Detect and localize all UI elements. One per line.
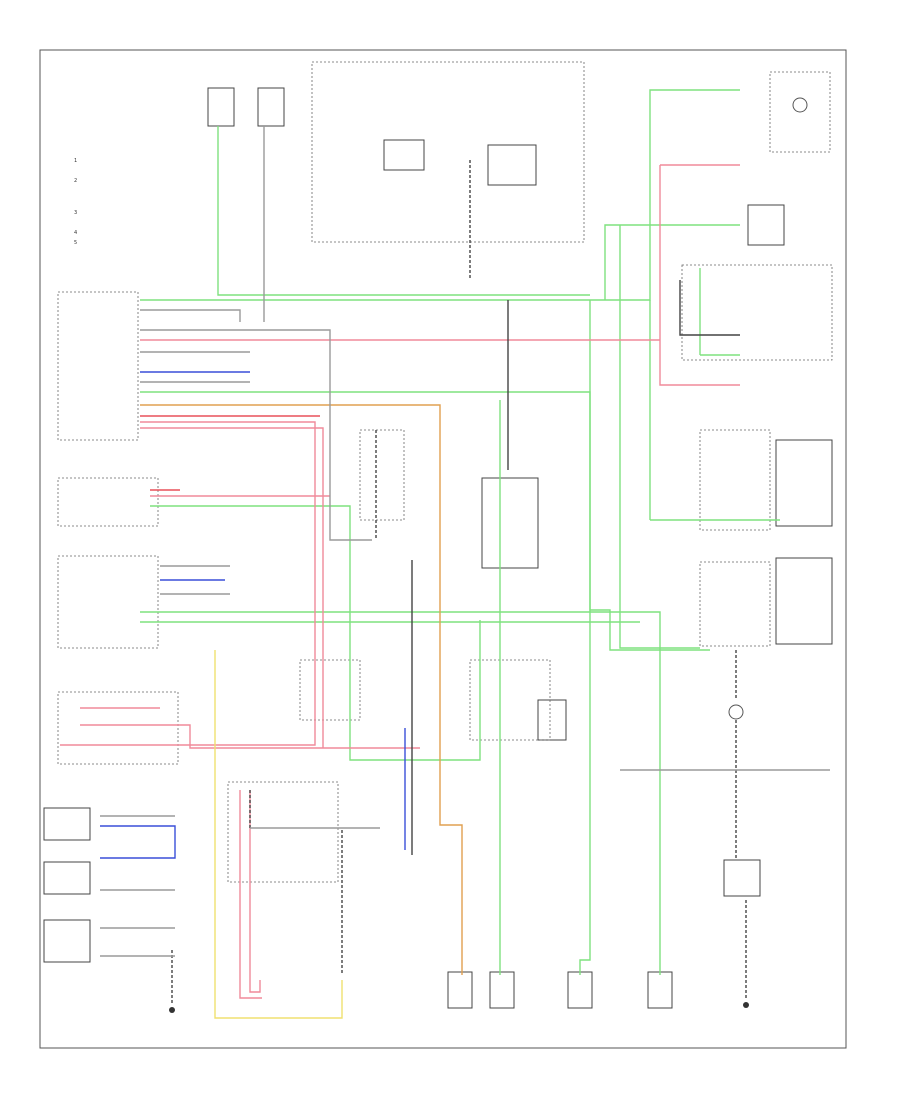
door-switch-left <box>43 807 91 841</box>
blue-wires <box>100 371 406 859</box>
lower-block-left <box>227 781 339 883</box>
door-lock-actuator-2 <box>489 971 515 1009</box>
fuse-box-left <box>207 87 235 127</box>
courtesy-lamp-right <box>775 439 833 527</box>
dome-lamp-icon <box>792 97 808 113</box>
door-lock-actuator-4 <box>647 971 673 1009</box>
center-relay-3 <box>537 699 567 741</box>
center-relay-2 <box>481 477 539 569</box>
fuse-box-left-2 <box>257 87 285 127</box>
pink-wires <box>60 164 740 999</box>
door-lock-actuator-1 <box>447 971 473 1009</box>
grey-wires <box>100 126 830 957</box>
lamp-switch-block-2 <box>699 561 771 647</box>
legend-symbol: 4 <box>74 230 77 236</box>
legend: 1 2 3 4 5 <box>74 158 77 246</box>
courtesy-lamp-left <box>43 919 91 963</box>
trunk-switch <box>723 859 761 897</box>
legend-symbol: 3 <box>74 210 77 216</box>
yellow-wires <box>214 650 343 1019</box>
black-wires <box>171 160 747 1005</box>
door-lock-actuator-3 <box>567 971 593 1009</box>
relay-top-center-2 <box>383 139 425 171</box>
legend-symbol: 1 <box>74 158 77 164</box>
relay-top-center <box>487 144 537 186</box>
legend-symbol: 5 <box>74 240 77 246</box>
legend-symbol: 2 <box>74 178 77 184</box>
door-switch-front-left <box>775 557 833 645</box>
lamp-switch-block <box>699 429 771 531</box>
module-main <box>57 291 139 441</box>
ground-1 <box>169 1007 175 1013</box>
green-wires <box>140 89 780 975</box>
relay-right-mid <box>681 264 833 361</box>
door-switch-front-right <box>747 204 785 246</box>
dome-light-top-right <box>769 71 831 153</box>
ground-2 <box>743 1002 749 1008</box>
center-switch-block <box>469 659 551 741</box>
trunk-lamp-icon <box>728 704 744 720</box>
module-sub-2 <box>57 555 159 649</box>
center-connector <box>299 659 361 721</box>
red-wires <box>140 415 320 491</box>
fuse-box-top <box>311 61 585 243</box>
orange-wires <box>140 404 463 975</box>
door-sensor-left <box>43 861 91 895</box>
diagram-frame <box>39 49 847 1049</box>
center-relay-1 <box>359 429 405 521</box>
module-sub-1 <box>57 477 159 527</box>
module-sub-3 <box>57 691 179 765</box>
